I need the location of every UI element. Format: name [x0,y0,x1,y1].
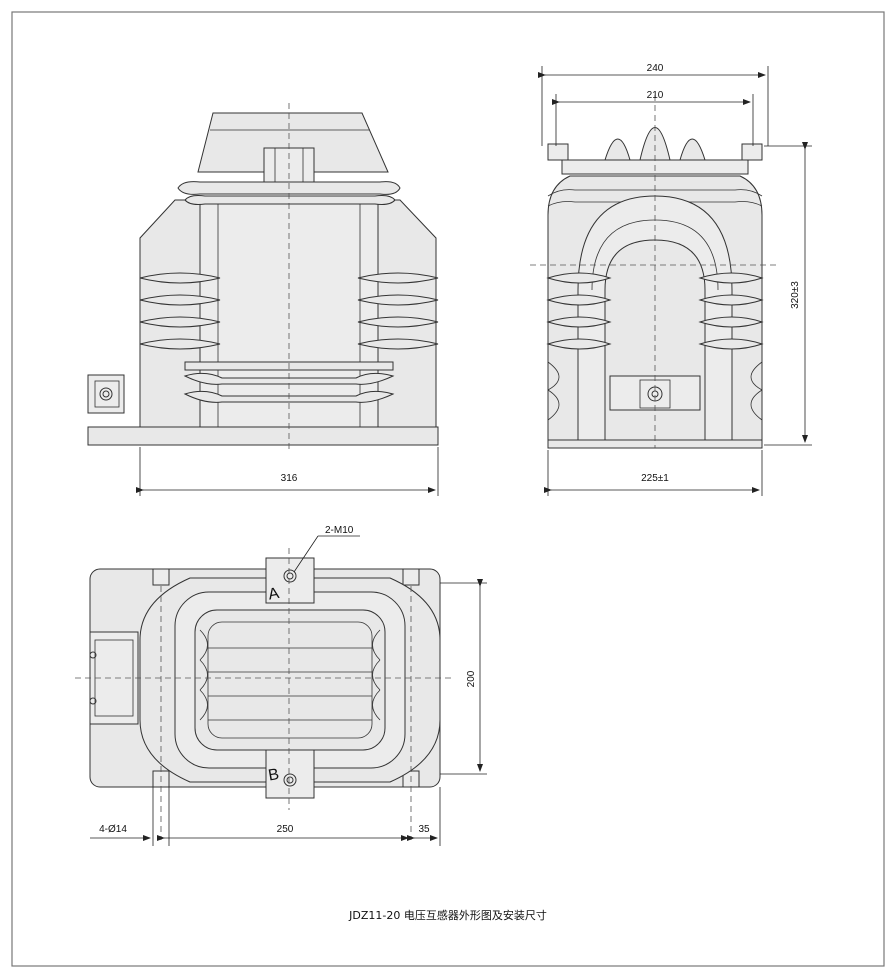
dim-plan-edge: 35 [418,824,430,835]
front-base-plate [87,426,439,446]
dim-side-base: 225±1 [641,473,669,484]
dim-side-top-outer: 240 [647,63,664,74]
plan-terminal-a [265,557,315,604]
plan-slot-tl [152,568,170,586]
drawing-caption: JDZ11-20 电压互感器外形图及安装尺寸 [349,909,547,922]
side-view: 240 210 320±3 225±1 [530,63,812,496]
front-top-cap [197,112,389,173]
dim-side-top-inner: 210 [647,90,664,101]
front-ground-bolt [99,387,113,401]
sheet-border [11,11,885,967]
front-shoulder-rib-2 [184,195,396,205]
dim-thread: 2-M10 [325,525,354,536]
side-top-fin-2 [639,127,671,161]
terminal-a-bolt [283,569,297,583]
front-left-sheds [139,272,221,350]
terminal-b-bolt [283,773,297,787]
plan-slot-tr [402,568,420,586]
side-ground-terminal [609,375,701,411]
front-view: 316 [87,103,439,496]
dim-front-width: 316 [281,473,298,484]
side-top-fin-1 [604,138,631,161]
dim-side-height: 320±3 [790,281,801,309]
side-left-sheds [546,272,612,421]
dim-holes: 4-Ø14 [99,824,127,835]
side-right-sheds [698,272,764,421]
terminal-b-label: B [267,766,280,785]
plan-view: A B 2-M10 200 4-Ø14 250 35 [75,525,487,846]
side-top-fin-3 [679,138,706,161]
terminal-a-label: A [267,585,281,604]
dim-plan-depth: 200 [466,670,477,687]
dim-plan-span: 250 [277,824,294,835]
front-right-sheds [357,272,439,350]
plan-ring-inner [194,609,386,751]
front-center-column [199,197,379,428]
